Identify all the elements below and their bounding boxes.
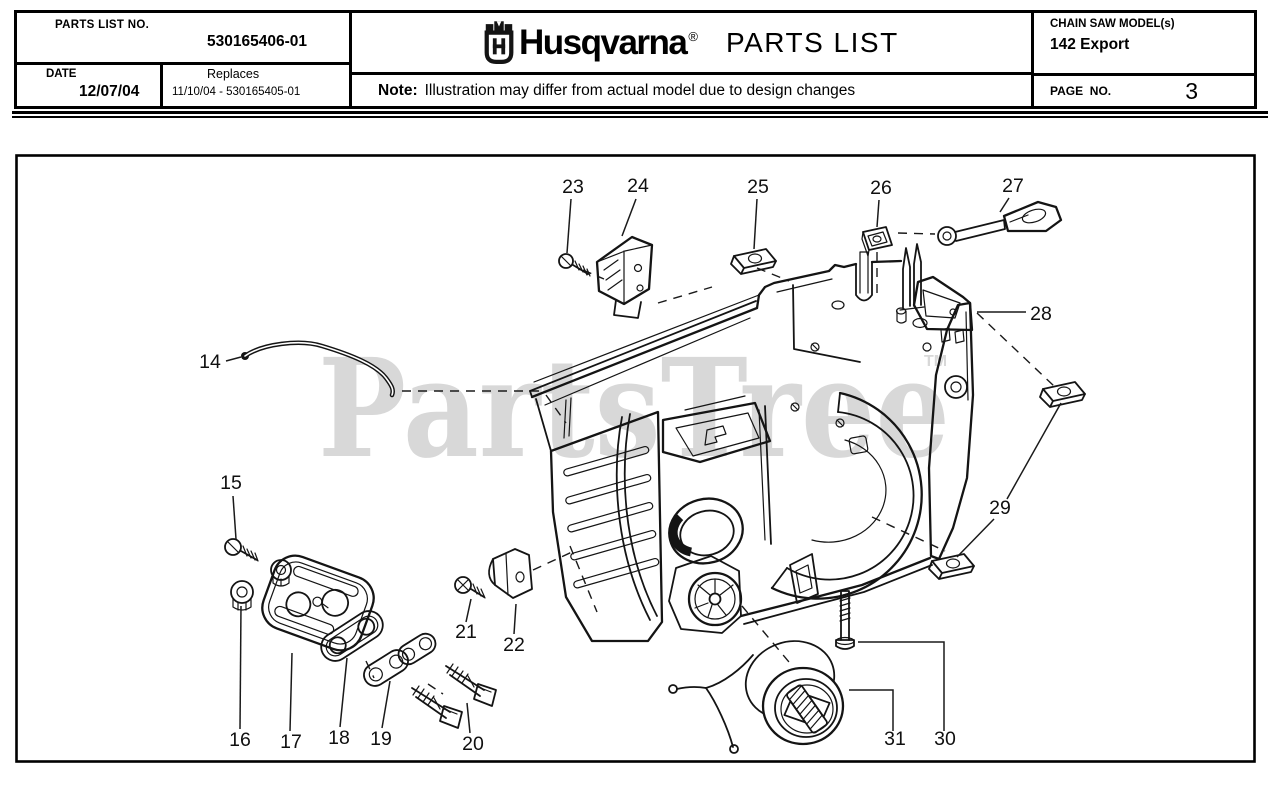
callout-18: 18 — [328, 727, 350, 749]
brand-name: Husqvarna — [519, 22, 688, 62]
replaces-value: 11/10/04 - 530165405-01 — [172, 86, 301, 98]
part-24-bracket — [595, 235, 654, 319]
parts-list-no-label: PARTS LIST NO. — [55, 19, 150, 31]
part-25-clip-nut — [730, 248, 777, 275]
part-21-screw — [454, 576, 486, 599]
page-no-label: PAGE NO. — [1050, 84, 1112, 98]
note-text: Illustration may differ from actual mode… — [424, 81, 856, 99]
callout-30: 30 — [934, 728, 956, 750]
brand-title-row: Husqvarna ® PARTS LIST — [352, 13, 1031, 75]
divider — [17, 62, 349, 65]
part-16-nuts — [230, 559, 292, 611]
page-no-value: 3 — [1185, 77, 1198, 104]
header-rule — [12, 111, 1268, 118]
part-29-clip-nuts — [928, 381, 1086, 580]
header-parts-list-no-box: PARTS LIST NO. 530165406-01 DATE 12/07/0… — [14, 10, 352, 109]
part-15-screw — [224, 538, 259, 562]
callout-labels: 14 15 16 17 18 19 20 21 22 23 24 25 26 2… — [199, 175, 1052, 755]
part-23-screw — [558, 253, 591, 277]
callout-26: 26 — [870, 177, 892, 199]
header-model-box: CHAIN SAW MODEL(s) 142 Export PAGE NO. 3 — [1031, 10, 1257, 109]
wheel-spokes — [694, 579, 734, 618]
callout-19: 19 — [370, 728, 392, 750]
registered-mark: ® — [688, 29, 698, 44]
part-27-choke-lever — [937, 200, 1063, 246]
callout-23: 23 — [562, 176, 584, 198]
husqvarna-logo-icon — [484, 20, 514, 64]
model-label: CHAIN SAW MODEL(s) — [1050, 18, 1175, 30]
part-19-links — [363, 632, 437, 687]
part-30-screw — [835, 590, 855, 650]
callout-16: 16 — [229, 729, 251, 751]
part-31-fuel-cap — [668, 640, 845, 754]
watermark-text: PartsTree — [318, 329, 950, 489]
part-28-crankcase — [529, 243, 975, 643]
callout-14: 14 — [199, 351, 221, 373]
watermark: PartsTree TM — [318, 329, 950, 489]
page-number-cell: PAGE NO. 3 — [1034, 76, 1254, 106]
callout-28: 28 — [1030, 303, 1052, 325]
callout-21: 21 — [455, 621, 477, 643]
diagram-frame — [15, 154, 1256, 763]
callout-20: 20 — [462, 733, 484, 755]
callout-27: 27 — [1002, 175, 1024, 197]
watermark-tm: TM — [924, 353, 947, 370]
vent-slots — [563, 445, 660, 589]
divider — [160, 65, 163, 106]
header-title-box: Husqvarna ® PARTS LIST Note: Illustratio… — [349, 10, 1034, 109]
replaces-label: Replaces — [207, 67, 260, 81]
callout-31: 31 — [884, 728, 906, 750]
date-value: 12/07/04 — [79, 83, 140, 100]
callout-22: 22 — [503, 634, 525, 656]
page-title: PARTS LIST — [726, 26, 899, 58]
callout-24: 24 — [627, 175, 649, 197]
callout-leaders — [225, 197, 1062, 734]
cap-grip — [783, 684, 831, 734]
date-label: DATE — [46, 68, 77, 80]
model-value: 142 Export — [1050, 36, 1130, 53]
note-label: Note: — [378, 81, 418, 99]
part-26-square-nut — [861, 226, 893, 257]
model-cell: CHAIN SAW MODEL(s) 142 Export — [1034, 13, 1254, 76]
part-20-bolts — [411, 663, 497, 729]
note-row: Note: Illustration may differ from actua… — [352, 75, 1031, 106]
parts-list-no-value: 530165406-01 — [207, 33, 307, 50]
part-18-link-plate — [320, 610, 384, 662]
callout-29: 29 — [989, 497, 1011, 519]
callout-17: 17 — [280, 731, 302, 753]
callout-15: 15 — [220, 472, 242, 494]
callout-25: 25 — [747, 176, 769, 198]
part-22-bracket — [488, 548, 533, 599]
part-14-fuel-line — [241, 340, 395, 398]
